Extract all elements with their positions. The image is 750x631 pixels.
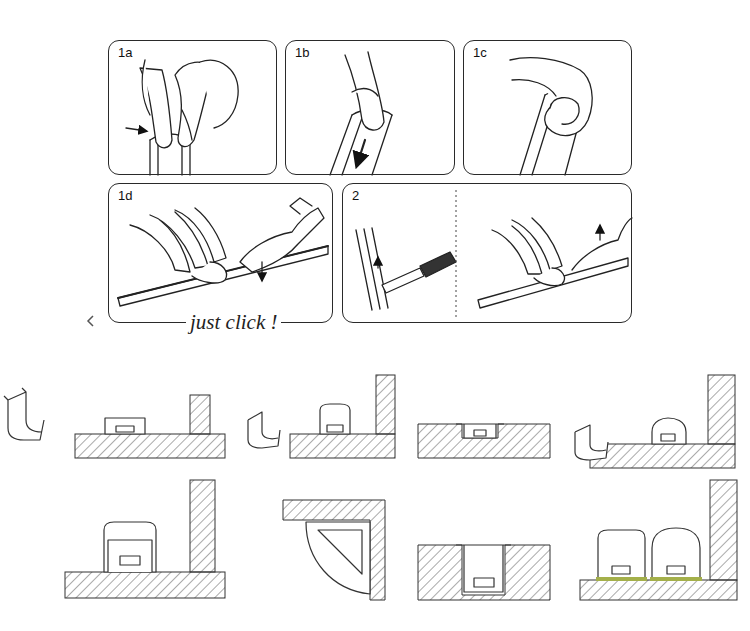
step-panel: 1d (108, 183, 333, 323)
panel-divider (456, 190, 457, 318)
mounting-clip (8, 392, 44, 440)
step-number: 1a (109, 41, 132, 60)
step-number: 2 (343, 184, 359, 203)
step-1d-sketch (118, 198, 328, 306)
step-1c-sketch (510, 58, 592, 175)
note-text: just click ! (186, 311, 281, 334)
floor-hatch (75, 434, 225, 458)
adhesive-tape (596, 577, 647, 581)
step-panel: 1b (285, 40, 455, 175)
nav-arrow (88, 316, 93, 326)
step-panel: 1a (108, 40, 277, 175)
step-number: 1d (109, 184, 132, 203)
adhesive-tape (650, 577, 702, 581)
step-panel: 2 (342, 183, 632, 323)
step-number: 1b (286, 41, 309, 60)
step-2-sketch (356, 218, 632, 310)
step-panel: 1c (463, 40, 632, 175)
step-1a-sketch (126, 60, 238, 175)
step-1b-sketch (330, 52, 392, 175)
step-number: 1c (464, 41, 487, 60)
